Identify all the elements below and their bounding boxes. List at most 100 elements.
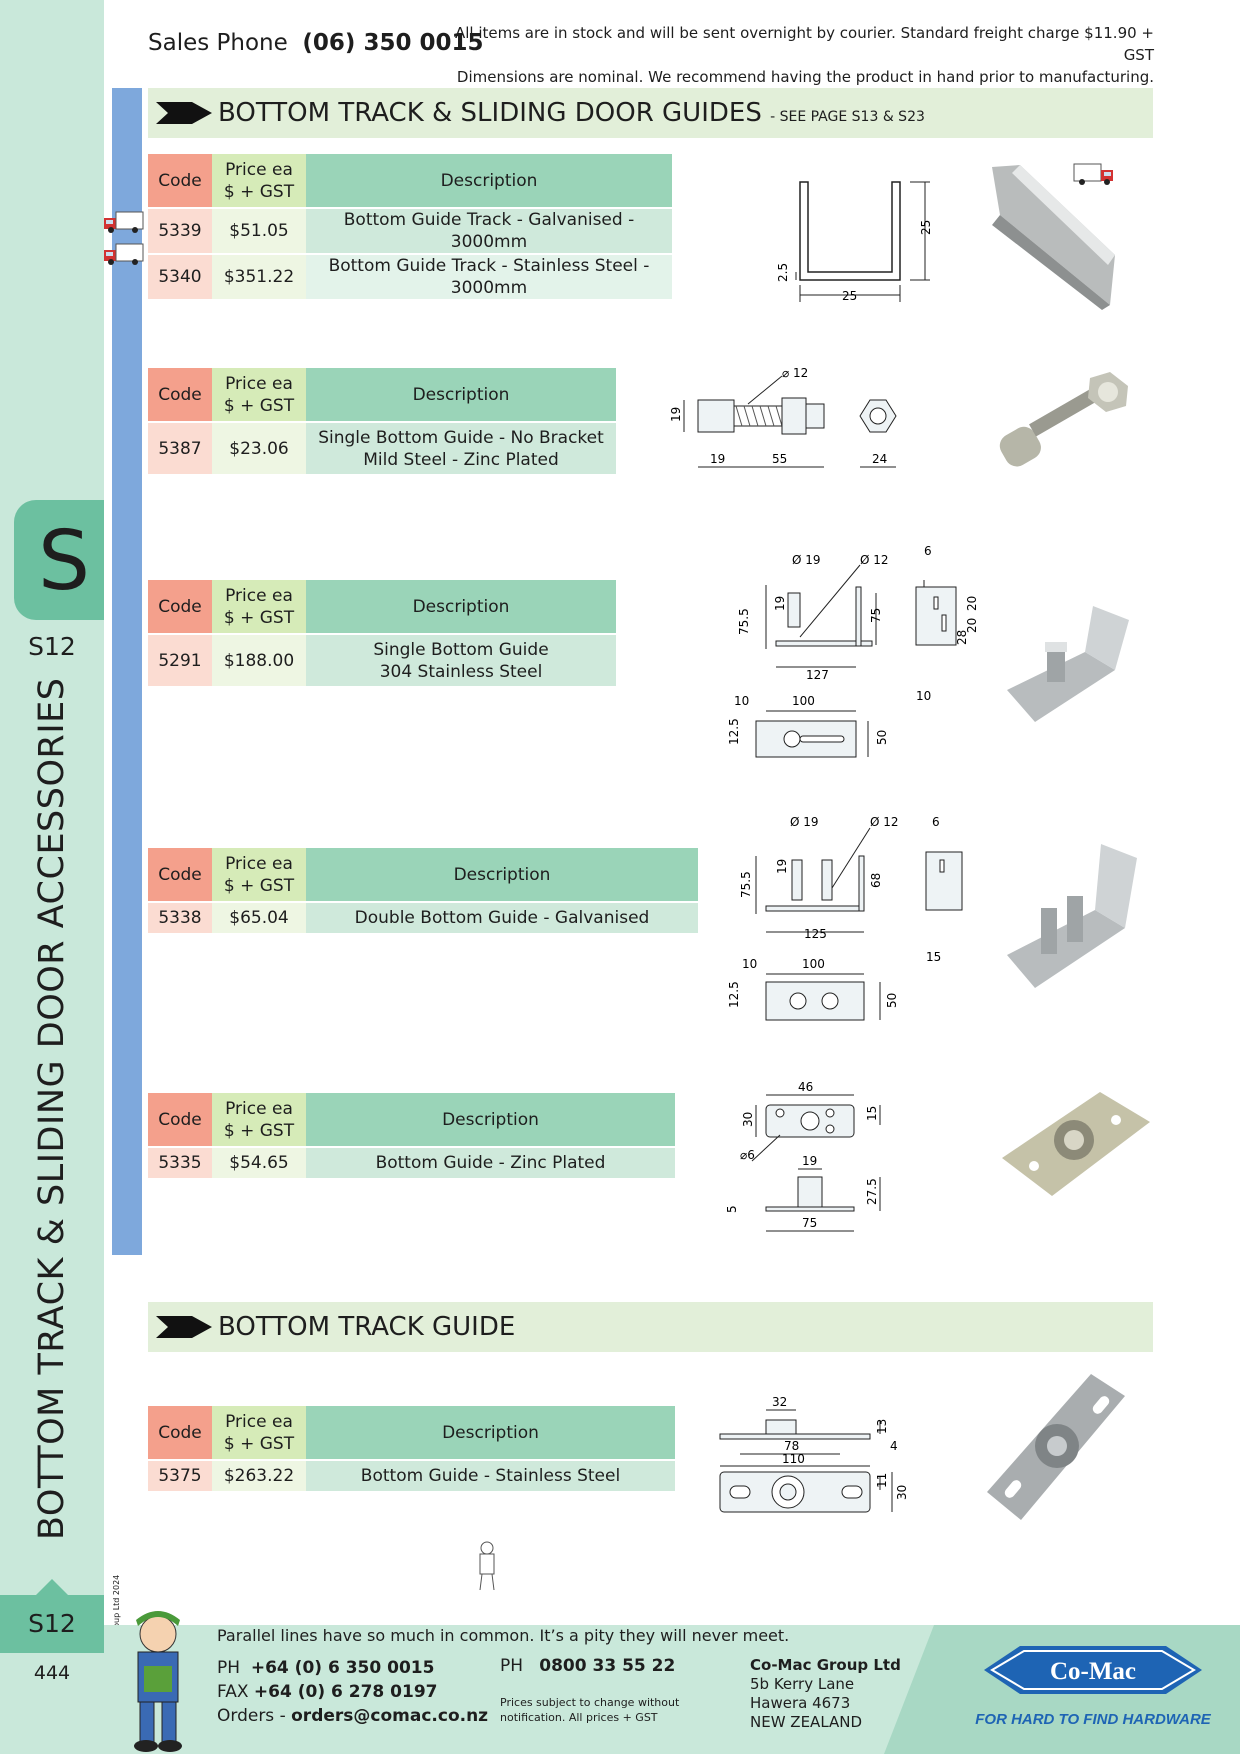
dim-roller: 19 xyxy=(802,1154,817,1168)
col-price: Price ea$ + GST xyxy=(212,154,306,208)
dim-top: 6 xyxy=(924,544,932,558)
col-description: Description xyxy=(306,580,616,634)
drawing-double-guide: Ø 19 Ø 12 6 75.5 19 68 125 15 10 100 12.… xyxy=(727,815,963,1021)
dim-nut: 24 xyxy=(872,452,887,466)
product-price: $188.00 xyxy=(212,633,306,686)
dim-plate-width: 50 xyxy=(885,993,899,1008)
drawing-guide-track: 25 25 2.5 xyxy=(776,181,933,303)
product-table-single-guide: Code Price ea$ + GST Description 5387 $2… xyxy=(148,368,616,474)
product-code: 5338 xyxy=(148,901,212,933)
dim-height: 25 xyxy=(919,220,933,235)
dim-length: 127 xyxy=(806,668,829,682)
product-price: $351.22 xyxy=(212,253,306,299)
section-title: BOTTOM TRACK GUIDE xyxy=(218,1312,516,1342)
dim-width: 25 xyxy=(842,289,857,303)
dim-height-15: 15 xyxy=(865,1106,879,1121)
fax-number: +64 (0) 6 278 0197 xyxy=(253,1682,438,1702)
product-description: Double Bottom Guide - Galvanised xyxy=(306,901,698,933)
ph-label: PH xyxy=(217,1658,241,1678)
product-table-stainless-track-guide: Code Price ea$ + GST Description 5375 $2… xyxy=(148,1406,675,1491)
col-price: Price ea$ + GST xyxy=(212,848,306,902)
product-code: 5375 xyxy=(148,1459,212,1491)
product-price: $54.65 xyxy=(212,1146,306,1178)
table-row[interactable]: 5339 $51.05 Bottom Guide Track - Galvani… xyxy=(148,207,672,254)
section-subtitle: - SEE PAGE S13 & S23 xyxy=(770,109,925,125)
arrow-icon xyxy=(156,1316,212,1338)
bottom-section-code: S12 xyxy=(28,1609,76,1638)
contact-block: PH +64 (0) 6 350 0015 FAX +64 (0) 6 278 … xyxy=(217,1656,488,1728)
orders-email[interactable]: orders@comac.co.nz xyxy=(291,1706,489,1726)
dim-height: 19 xyxy=(669,407,683,422)
dim-v3: 28 xyxy=(955,630,969,645)
dim-length-78: 78 xyxy=(784,1439,799,1453)
dim-v2: 20 xyxy=(965,618,979,633)
dim-plate-height: 12.5 xyxy=(727,718,741,745)
courier-truck-icon xyxy=(104,211,144,233)
cartoon-figure-icon xyxy=(479,1541,495,1591)
col-code: Code xyxy=(148,154,212,208)
col-price: Price ea$ + GST xyxy=(212,580,306,634)
photo-single-guide-no-bracket xyxy=(999,372,1128,467)
table-row[interactable]: 5375 $263.22 Bottom Guide - Stainless St… xyxy=(148,1459,675,1491)
product-price: $65.04 xyxy=(212,901,306,933)
dim-width: 32 xyxy=(772,1395,787,1409)
product-table-stainless-guide: Code Price ea$ + GST Description 5291 $1… xyxy=(148,580,616,686)
vertical-section-title: BOTTOM TRACK & SLIDING DOOR ACCESSORIES xyxy=(32,677,72,1540)
product-table-zinc-guide: Code Price ea$ + GST Description 5335 $5… xyxy=(148,1093,675,1178)
dim-plate-width: 50 xyxy=(875,730,889,745)
dim-height: 13 xyxy=(875,1419,889,1434)
col-description: Description xyxy=(306,368,616,422)
section-tab: S xyxy=(14,500,104,620)
dim-thickness: 4 xyxy=(890,1439,898,1453)
freephone-number[interactable]: 0800 33 55 22 xyxy=(539,1656,676,1676)
freephone: PH 0800 33 55 22 xyxy=(500,1656,675,1676)
dim-length-110: 110 xyxy=(782,1452,805,1466)
col-description: Description xyxy=(306,848,698,902)
dim-length: 75 xyxy=(802,1216,817,1230)
product-price: $23.06 xyxy=(212,421,306,474)
sales-phone: Sales Phone (06) 350 0015 xyxy=(148,30,483,56)
table-row[interactable]: 5387 $23.06 Single Bottom Guide - No Bra… xyxy=(148,421,616,474)
header-note: All items are in stock and will be sent … xyxy=(454,22,1154,88)
courier-truck-icon xyxy=(104,243,144,265)
col-price: Price ea$ + GST xyxy=(212,1406,306,1460)
table-row[interactable]: 5335 $54.65 Bottom Guide - Zinc Plated xyxy=(148,1146,675,1178)
dim-diameter-12: Ø 12 xyxy=(870,815,899,829)
price-note: Prices subject to change without notific… xyxy=(500,1696,680,1724)
company-name: Co-Mac Group Ltd xyxy=(750,1656,901,1674)
dim-width: 100 xyxy=(802,957,825,971)
table-row[interactable]: 5338 $65.04 Double Bottom Guide - Galvan… xyxy=(148,901,698,933)
section-banner-track-guide: BOTTOM TRACK GUIDE xyxy=(148,1302,1153,1352)
section-title: BOTTOM TRACK & SLIDING DOOR GUIDES - SEE… xyxy=(218,98,925,128)
product-code: 5340 xyxy=(148,253,212,299)
section-title-text: BOTTOM TRACK & SLIDING DOOR GUIDES xyxy=(218,98,762,128)
table-row[interactable]: 5340 $351.22 Bottom Guide Track - Stainl… xyxy=(148,253,672,299)
photo-double-guide xyxy=(1007,844,1137,988)
dim-height-75: 75 xyxy=(869,608,883,623)
phone-number[interactable]: +64 (0) 6 350 0015 xyxy=(250,1658,435,1678)
dim-plate-height: 30 xyxy=(895,1485,909,1500)
mascot-icon xyxy=(134,1611,182,1752)
dim-base: 5 xyxy=(725,1205,739,1213)
dim-height-19: 19 xyxy=(775,859,789,874)
product-price: $51.05 xyxy=(212,207,306,254)
section-tab-letter: S xyxy=(38,514,91,609)
dim-length-2: 55 xyxy=(772,452,787,466)
sales-phone-number[interactable]: (06) 350 0015 xyxy=(302,30,484,56)
dim-top: 6 xyxy=(932,815,940,829)
section-accent-bar xyxy=(112,88,142,1255)
product-description: Bottom Guide Track - Galvanised - 3000mm xyxy=(306,207,672,254)
comac-logo: Co-Mac FOR HARD TO FIND HARDWARE xyxy=(975,1646,1212,1728)
col-description: Description xyxy=(306,154,672,208)
photo-guide-track xyxy=(992,165,1115,310)
product-code: 5387 xyxy=(148,421,212,474)
drawing-stainless-guide: Ø 19 Ø 12 6 75.5 19 75 20 20 28 127 10 1… xyxy=(727,544,979,758)
col-code: Code xyxy=(148,1406,212,1460)
arrow-icon xyxy=(156,102,212,124)
photo-stainless-track-guide xyxy=(987,1374,1125,1520)
dim-diameter-19: Ø 19 xyxy=(790,815,819,829)
header-note-line2: Dimensions are nominal. We recommend hav… xyxy=(456,68,1154,86)
col-code: Code xyxy=(148,1093,212,1147)
product-code: 5291 xyxy=(148,633,212,686)
